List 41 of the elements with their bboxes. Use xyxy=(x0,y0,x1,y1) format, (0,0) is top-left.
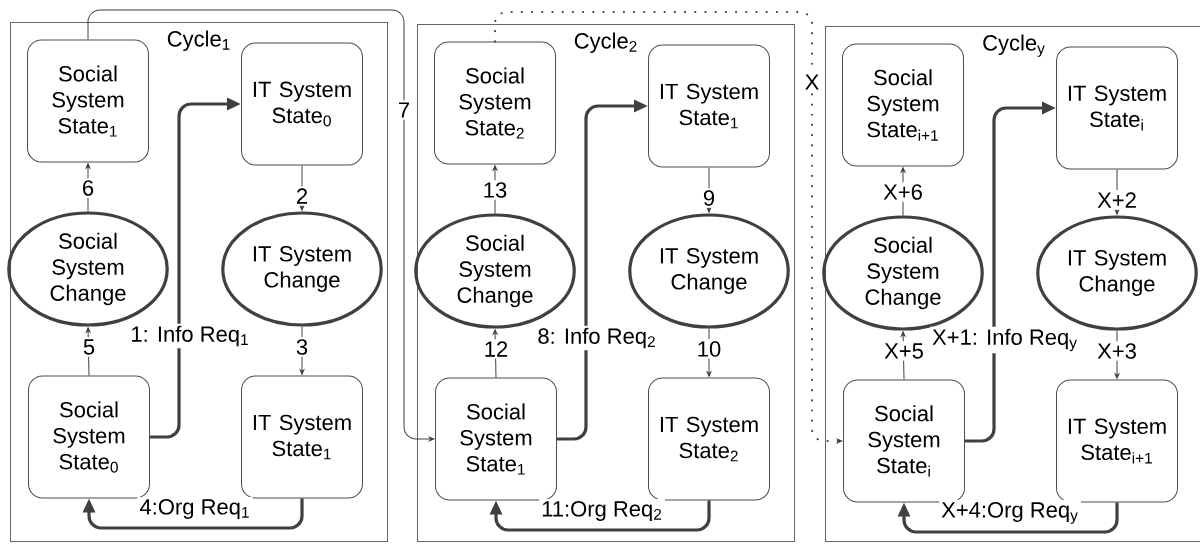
edge-label: 5 xyxy=(80,337,98,357)
state-box: IT System State$_{1}$ xyxy=(241,375,363,499)
edge-label: 2 xyxy=(293,186,311,206)
edge-label: X+4:Org Req$_{y}$ xyxy=(939,500,1081,526)
arrow xyxy=(85,163,91,212)
edge-label: 12 xyxy=(481,339,511,359)
state-box: IT System State$_{i+1}$ xyxy=(1056,379,1178,503)
state-box: Social System State$_{2}$ xyxy=(434,41,556,165)
edge-label: X+1: Info Req$_{y}$ xyxy=(930,326,1080,354)
edge-label: 7 xyxy=(395,100,413,120)
edge-label: X xyxy=(802,72,822,92)
edge-label: X+2 xyxy=(1095,190,1139,210)
edge-label: 13 xyxy=(480,180,510,200)
state-box: Social System State$_{i+1}$ xyxy=(842,43,964,167)
edge-label: 9 xyxy=(700,188,718,208)
edge-label: 10 xyxy=(694,339,724,359)
state-box: IT System State$_{0}$ xyxy=(241,42,363,166)
arrow xyxy=(489,500,711,532)
arrow xyxy=(299,165,305,211)
edge-label: 4:Org Req$_{1}$ xyxy=(137,497,253,521)
state-box: IT System State$_{1}$ xyxy=(648,44,770,168)
arrow xyxy=(82,498,304,530)
edge-label: X+6 xyxy=(881,182,925,202)
state-box: Social System State$_{0}$ xyxy=(28,375,150,499)
edge-label: 11:Org Req$_{2}$ xyxy=(539,499,665,523)
arrow xyxy=(897,502,1119,534)
arrow xyxy=(706,167,712,213)
state-box: Social System State$_{1}$ xyxy=(27,39,149,163)
arrow xyxy=(87,9,435,442)
state-box: Social System State$_{i}$ xyxy=(843,379,965,503)
edge-label: X+5 xyxy=(882,341,926,361)
state-box: IT System State$_{i}$ xyxy=(1056,46,1178,170)
edge-label: 6 xyxy=(79,178,97,198)
edge-label: X+3 xyxy=(1095,341,1139,361)
state-box: IT System State$_{2}$ xyxy=(648,377,770,501)
arrow xyxy=(85,327,91,376)
arrow xyxy=(299,326,305,375)
edge-label: 8: Info Req$_{2}$ xyxy=(535,325,659,351)
state-box: Social System State$_{1}$ xyxy=(435,377,557,501)
edge-label: 3 xyxy=(293,337,311,357)
edge-label: 1: Info Req$_{1}$ xyxy=(128,323,252,349)
